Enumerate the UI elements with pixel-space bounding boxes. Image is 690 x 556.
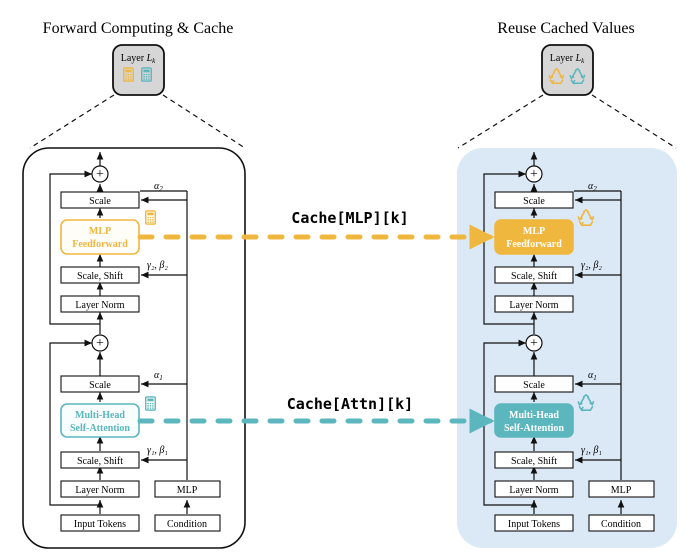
input-tokens-block: Input Tokens	[508, 519, 560, 530]
layer-norm-block: Layer Norm	[75, 300, 124, 311]
scale-block: Scale	[523, 380, 545, 391]
scale-shift-block: Scale, Shift	[511, 456, 557, 467]
layer-norm-block: Layer Norm	[509, 300, 558, 311]
scale-block: Scale	[523, 196, 545, 207]
plus-sign: +	[96, 167, 104, 182]
mlp-block: MLP	[177, 485, 198, 496]
scale-block: Scale	[89, 196, 111, 207]
gamma2-beta2-label: γ₂, β₂	[147, 260, 168, 271]
mlp-block: MLP	[611, 485, 632, 496]
gamma2-beta2-label: γ₂, β₂	[581, 260, 602, 271]
input-tokens-block: Input Tokens	[74, 519, 126, 530]
condition-block: Condition	[601, 519, 641, 530]
right-zoom-line-b	[591, 94, 677, 149]
left-zoom-line-a	[29, 94, 115, 149]
right-mlp-line2: Feedforward	[506, 239, 562, 250]
alpha1-label: α1	[154, 370, 163, 382]
alpha2-label: α2	[154, 181, 163, 193]
right-attn-line1: Multi-Head	[509, 410, 559, 421]
alpha2-label: α2	[588, 181, 597, 193]
layer-norm-block: Layer Norm	[509, 485, 558, 496]
left-layer-box	[112, 44, 165, 96]
scale-shift-block: Scale, Shift	[511, 271, 557, 282]
gamma1-beta1-label: γ₁, β₁	[581, 445, 602, 456]
scale-shift-block: Scale, Shift	[77, 271, 123, 282]
left-zoom-line-b	[162, 94, 246, 149]
left-layer-label: Layer Lk	[121, 53, 156, 65]
gamma1-beta1-label: γ₁, β₁	[147, 445, 168, 456]
right-zoom-line-a	[457, 94, 544, 149]
right-layer-label: Layer Lk	[550, 53, 585, 65]
alpha1-label: α1	[588, 370, 597, 382]
layer-norm-block: Layer Norm	[75, 485, 124, 496]
right-title: Reuse Cached Values	[497, 20, 634, 37]
left-mlp-line2: Feedforward	[72, 239, 128, 250]
scale-shift-block: Scale, Shift	[77, 456, 123, 467]
cache-attn-label: Cache[Attn][k]	[287, 395, 413, 413]
plus-sign: +	[530, 336, 538, 351]
left-attn-line2: Self-Attention	[70, 423, 130, 434]
right-mlp-line1: MLP	[523, 226, 545, 237]
plus-sign: +	[530, 167, 538, 182]
right-attn-line2: Self-Attention	[504, 423, 564, 434]
condition-block: Condition	[167, 519, 207, 530]
left-attn-line1: Multi-Head	[75, 410, 125, 421]
left-mlp-line1: MLP	[89, 226, 111, 237]
plus-sign: +	[96, 336, 104, 351]
right-layer-box	[541, 44, 594, 96]
left-title: Forward Computing & Cache	[43, 20, 234, 37]
right-mlp-feedforward-block	[494, 219, 574, 255]
cache-mlp-label: Cache[MLP][k]	[291, 209, 408, 227]
scale-block: Scale	[89, 380, 111, 391]
right-attention-block	[494, 403, 574, 438]
